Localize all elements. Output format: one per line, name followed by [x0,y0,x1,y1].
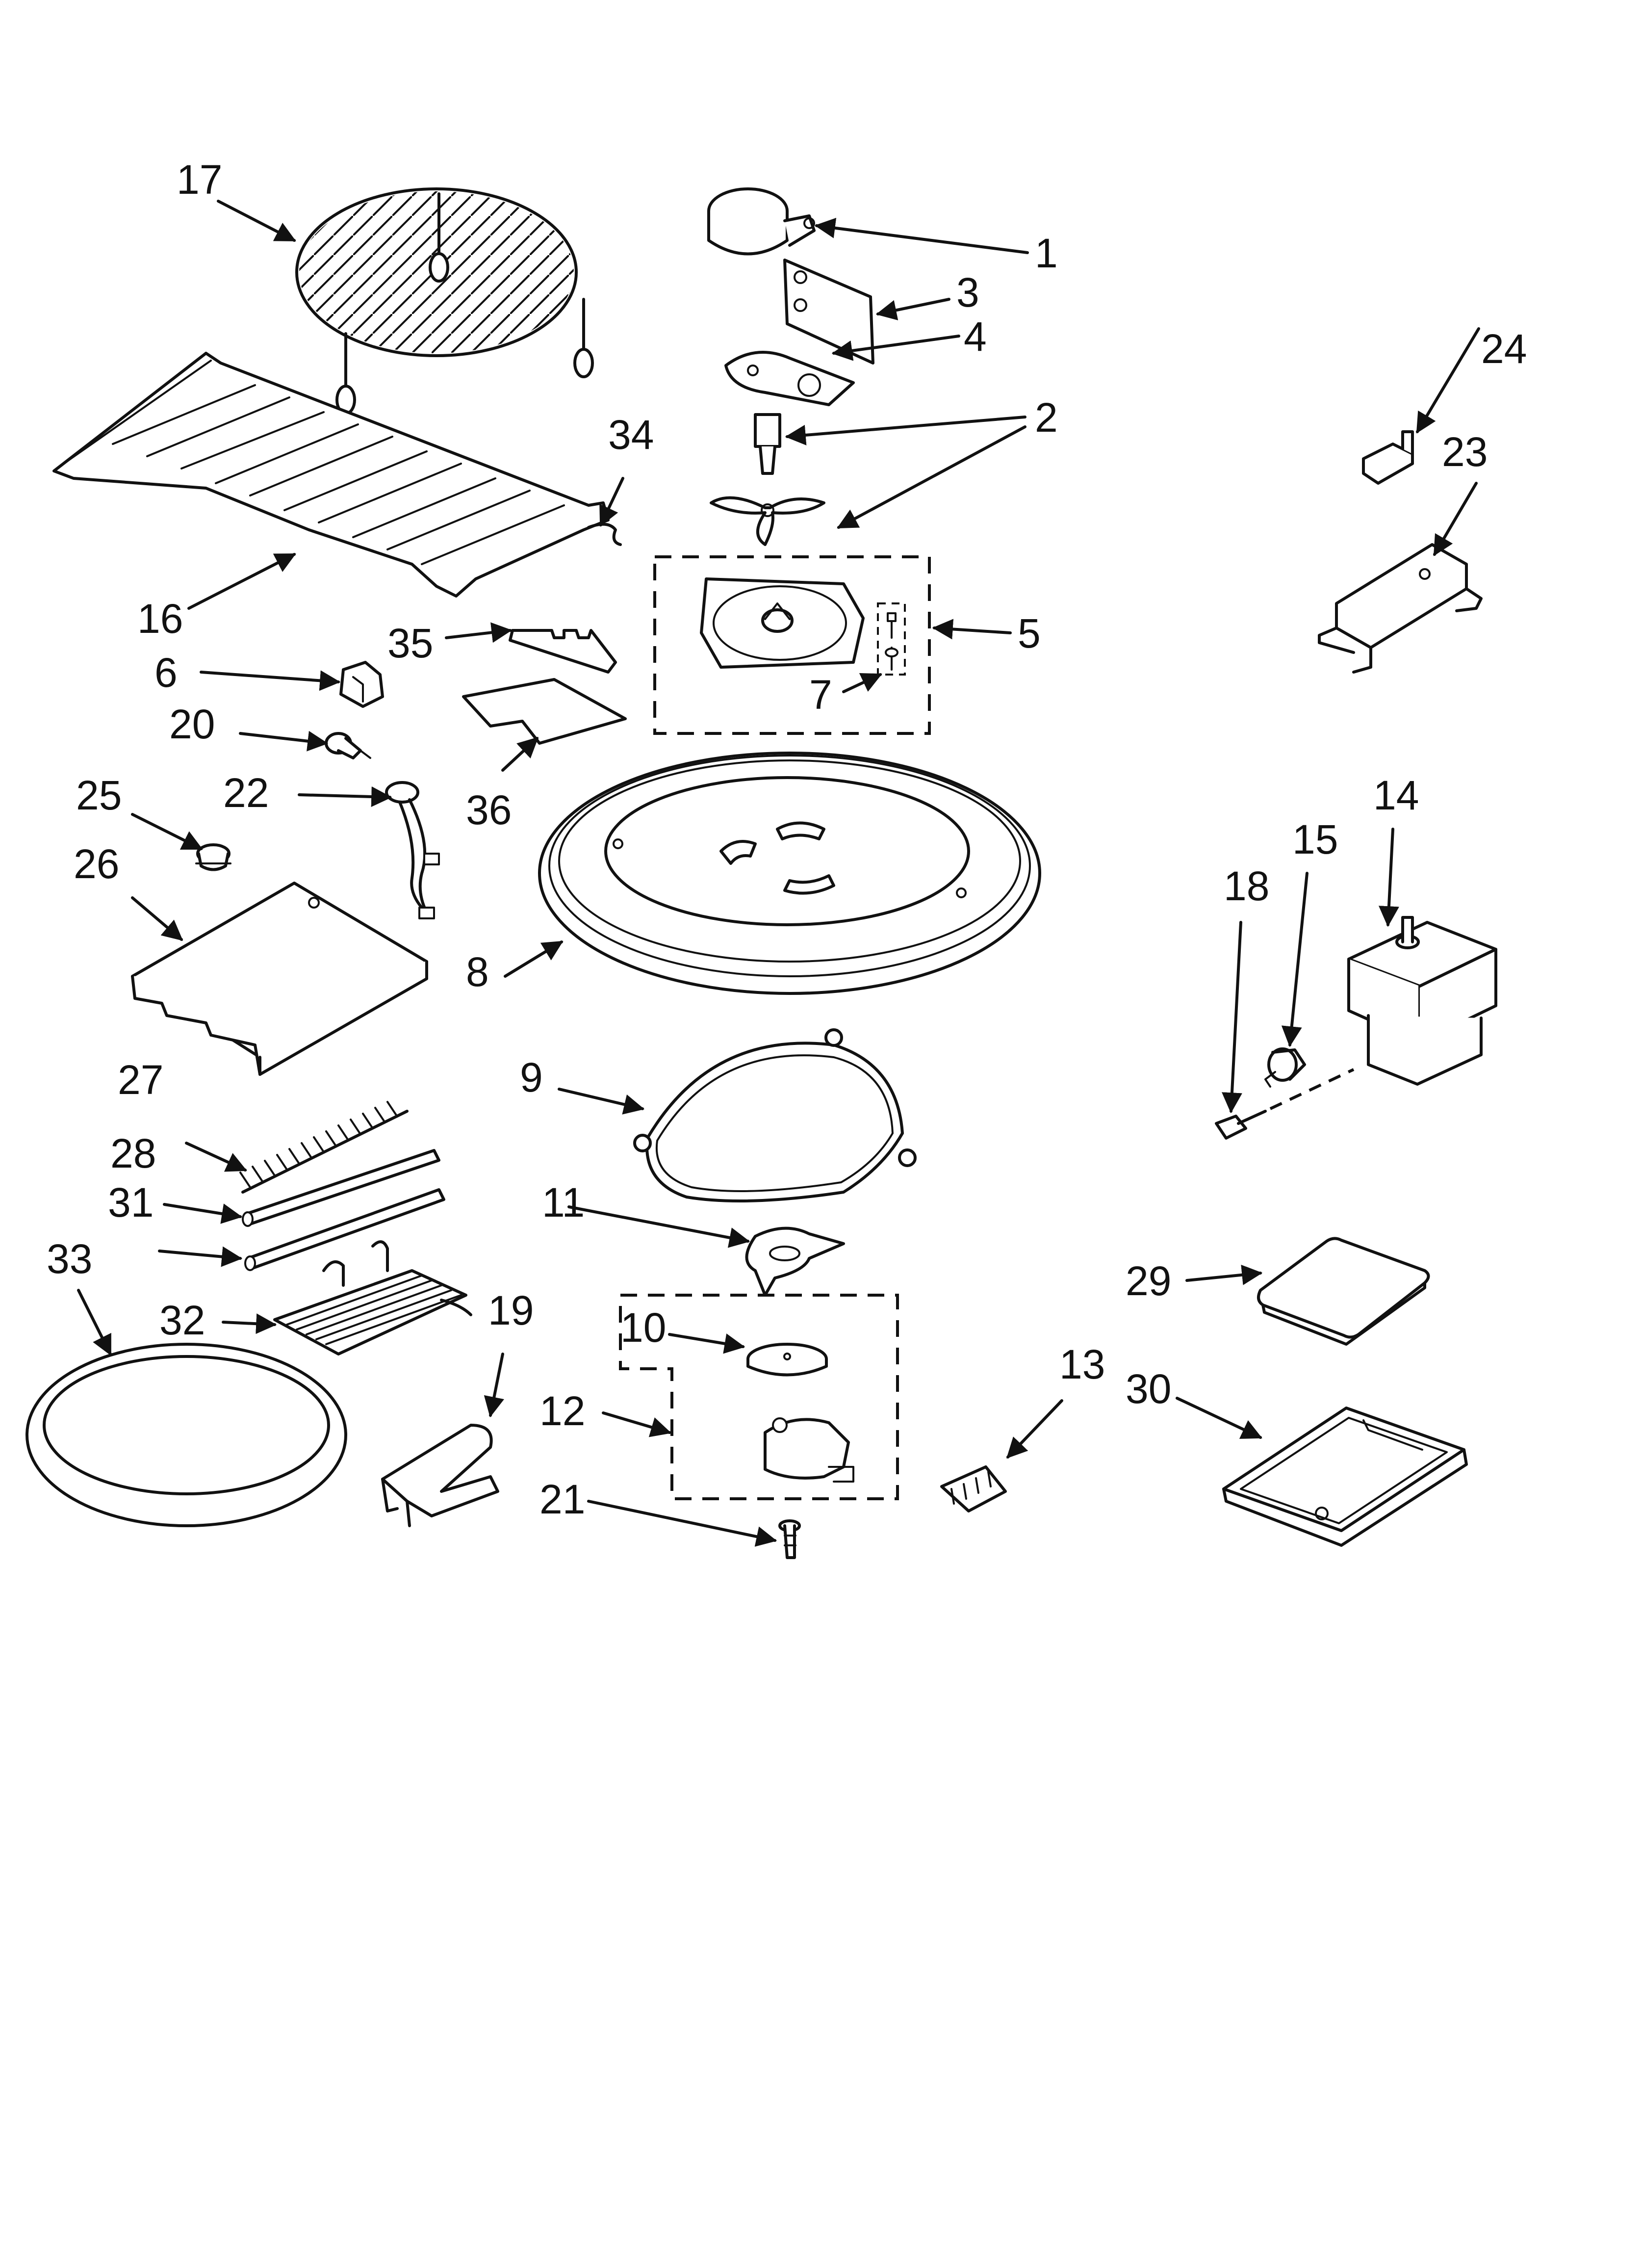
callout-labels: 17 1 3 4 2 34 5 7 35 36 6 20 22 25 26 16… [47,156,1527,1522]
part-28-heater-tube [242,1149,440,1227]
part-20-connector [325,732,371,759]
callout-32: 32 [159,1297,205,1343]
callout-3: 3 [956,269,979,315]
callout-27: 27 [118,1057,163,1103]
part-22-thermistor [385,781,440,919]
callout-17: 17 [177,156,222,203]
part-8-turntable [538,752,1041,995]
callout-19: 19 [488,1287,534,1333]
part-19-handle [381,1424,499,1527]
callout-11: 11 [542,1179,585,1225]
part-1-motor [707,187,816,256]
part-23-bracket [1318,543,1483,674]
part-27-heater-comb [239,1101,409,1194]
callout-16: 16 [137,596,183,642]
part-16-wire-rack [52,352,610,598]
callout-13: 13 [1059,1341,1105,1387]
callout-22: 22 [223,770,269,816]
part-13-connector [940,1465,1007,1512]
callout-21: 21 [539,1476,585,1522]
part-4-bracket [724,351,855,406]
callout-5: 5 [1018,610,1041,656]
part-9-roller-ring [633,1028,917,1202]
callout-10: 10 [620,1304,666,1351]
callout-15: 15 [1292,816,1338,862]
part-6-switch-holder [339,661,384,708]
callout-12: 12 [539,1388,585,1434]
part-12-turntable-motor [764,1417,854,1483]
part-29-pad [1257,1237,1430,1346]
part-34-clip [587,522,622,546]
part-14-magnetron [1347,916,1497,1086]
part-24-bracket [1362,430,1414,485]
callout-1: 1 [1035,230,1058,276]
callout-34: 34 [608,412,654,458]
leader-lines [77,200,1480,1547]
callout-25: 25 [76,772,122,818]
callout-4: 4 [964,313,987,360]
callout-30: 30 [1126,1366,1171,1412]
callout-14: 14 [1373,772,1419,818]
callout-24: 24 [1481,326,1527,372]
callout-28: 28 [110,1130,156,1176]
part-31-heater-tube [244,1188,445,1271]
part-12-motor-assembly [619,1294,899,1500]
callout-20: 20 [169,701,215,747]
part-32-grill [273,1240,472,1356]
part-30-filter-frame [1222,1407,1468,1547]
part-36-sheet [462,678,627,745]
part-17-round-rack [295,187,594,415]
part-21-screw [778,1519,801,1559]
callout-31: 31 [108,1179,154,1225]
callout-33: 33 [47,1236,92,1282]
part-2-coupler-and-fan [710,413,825,546]
part-3-plate [783,259,874,365]
callout-7: 7 [809,672,832,718]
part-5-stirrer-assembly [653,555,931,735]
callout-29: 29 [1126,1258,1171,1304]
callout-35: 35 [387,620,433,666]
callout-26: 26 [74,841,119,887]
part-15-thermal-cutout [1264,1047,1306,1088]
callout-18: 18 [1224,863,1269,909]
callout-2: 2 [1035,394,1058,441]
callout-6: 6 [154,650,178,696]
part-11-coupler [745,1226,845,1297]
part-25-thermostat [195,843,231,871]
callout-36: 36 [466,787,512,833]
callout-9: 9 [520,1054,543,1100]
callout-23: 23 [1442,429,1488,475]
part-10-disc [746,1343,828,1377]
part-35-strip [509,629,617,674]
part-18-screw [1215,1068,1355,1140]
part-26-cover [131,882,428,1076]
part-7-screw [877,602,906,676]
callout-8: 8 [466,949,489,995]
part-33-crisper-pan [26,1343,347,1527]
